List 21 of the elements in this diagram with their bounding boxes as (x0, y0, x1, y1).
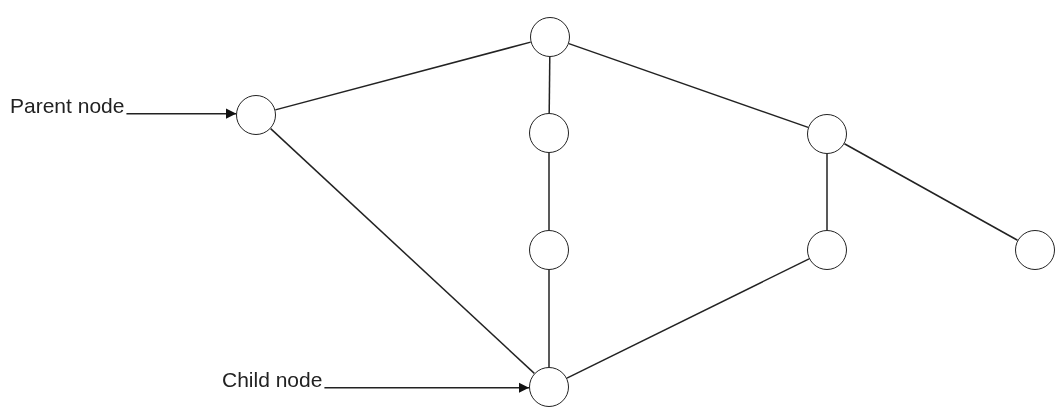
node-label: Child node (222, 368, 323, 392)
connector-line (566, 258, 810, 379)
graph-node-circle (1015, 230, 1055, 270)
graph-node-circle (807, 114, 847, 154)
arrow (323, 382, 530, 393)
connector-line (843, 143, 1019, 241)
connector-line (548, 152, 550, 231)
connector-line (548, 56, 551, 114)
node-label: Parent node (10, 94, 125, 118)
connector-line (269, 127, 536, 375)
graph-node-circle (529, 367, 569, 407)
connector-line (274, 41, 532, 111)
graph-node-circle (236, 95, 276, 135)
graph-node-circle (529, 230, 569, 270)
graph-node-circle (807, 230, 847, 270)
arrow (125, 108, 237, 119)
connector-line (548, 269, 550, 368)
graph-node-circle (530, 17, 570, 57)
graph-node-circle (529, 113, 569, 153)
connector-line (826, 153, 828, 231)
connector-line (568, 42, 809, 129)
